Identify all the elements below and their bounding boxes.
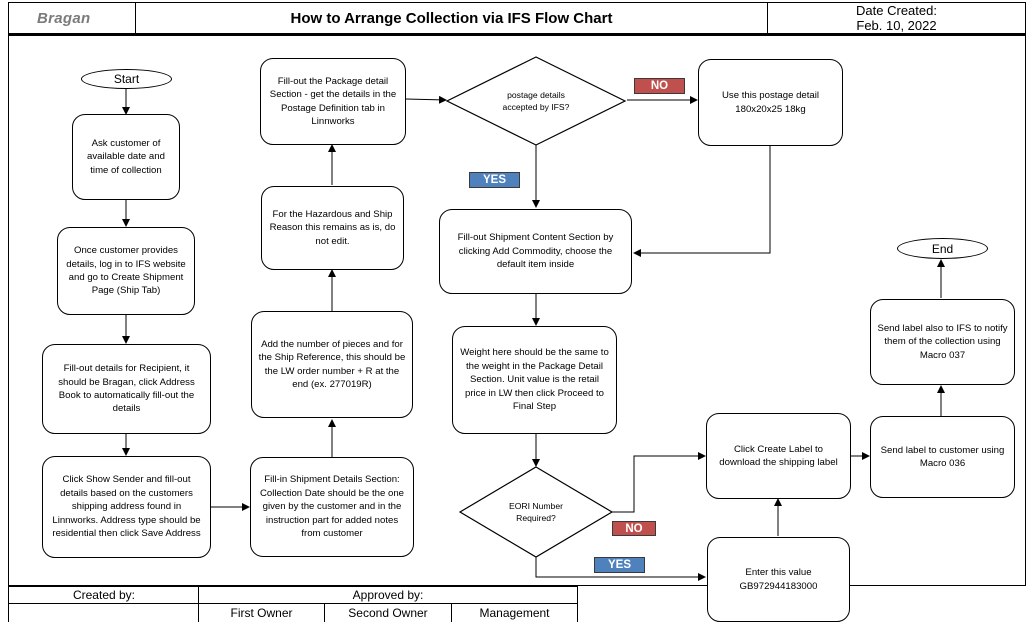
end-terminal: End xyxy=(897,238,988,259)
arrow-package-to-decision xyxy=(405,95,447,104)
step-login-ifs: Once customer provides details, log in t… xyxy=(57,227,195,315)
step-recipient: Fill-out details for Recipient, it shoul… xyxy=(42,344,211,434)
step-send-label-ifs: Send label also to IFS to notify them of… xyxy=(870,299,1015,385)
diagram-frame xyxy=(8,34,1026,586)
postage-yes-badge: YES xyxy=(469,172,520,188)
second-owner-label: Second Owner xyxy=(324,603,452,622)
bragan-logo: Bragan xyxy=(37,9,91,27)
step-show-sender: Click Show Sender and fill-out details b… xyxy=(42,456,211,558)
step-pieces-reference: Add the number of pieces and for the Shi… xyxy=(251,311,413,418)
step-shipment-details: Fill-in Shipment Details Section: Collec… xyxy=(250,457,414,557)
postage-decision-diamond xyxy=(445,56,627,146)
approved-by-label: Approved by: xyxy=(198,586,578,604)
step-use-postage: Use this postage detail 180x20x25 18kg xyxy=(698,59,843,146)
first-owner-label: First Owner xyxy=(198,603,325,622)
step-enter-value: Enter this value GB972944183000 xyxy=(707,537,850,622)
page-title: How to Arrange Collection via IFS Flow C… xyxy=(136,3,768,33)
eori-decision-text: EORI Number Required? xyxy=(509,501,563,523)
step-create-label: Click Create Label to download the shipp… xyxy=(706,413,851,499)
eori-decision-diamond xyxy=(458,466,614,558)
postage-no-badge: NO xyxy=(634,78,685,94)
step-hazardous: For the Hazardous and Ship Reason this r… xyxy=(261,186,404,270)
arrow-eori-yes xyxy=(535,557,706,581)
step-send-label-customer: Send label to customer using Macro 036 xyxy=(870,416,1015,498)
eori-yes-badge: YES xyxy=(594,557,645,573)
step-ask-customer: Ask customer of available date and time … xyxy=(72,114,180,200)
step-weight: Weight here should be the same to the we… xyxy=(452,326,617,434)
signoff-table: Created by: Approved by: First Owner Sec… xyxy=(8,586,578,622)
arrow-postage-to-content xyxy=(633,146,771,257)
step-shipment-content: Fill-out Shipment Content Section by cli… xyxy=(439,209,632,294)
step-package-detail: Fill-out the Package detail Section - ge… xyxy=(260,58,406,145)
date-label: Date Created: xyxy=(856,3,937,18)
start-terminal: Start xyxy=(81,69,172,89)
header-table: Bragan How to Arrange Collection via IFS… xyxy=(8,2,1026,34)
logo-cell: Bragan xyxy=(9,3,136,33)
arrow-eori-no xyxy=(612,452,706,513)
created-by-label: Created by: xyxy=(8,586,199,604)
created-by-signature xyxy=(8,603,199,622)
date-cell: Date Created: Feb. 10, 2022 xyxy=(768,3,1025,33)
management-label: Management xyxy=(451,603,578,622)
postage-decision-text: postage details accepted by IFS? xyxy=(502,90,570,112)
eori-no-badge: NO xyxy=(612,521,656,536)
date-value: Feb. 10, 2022 xyxy=(856,18,937,33)
